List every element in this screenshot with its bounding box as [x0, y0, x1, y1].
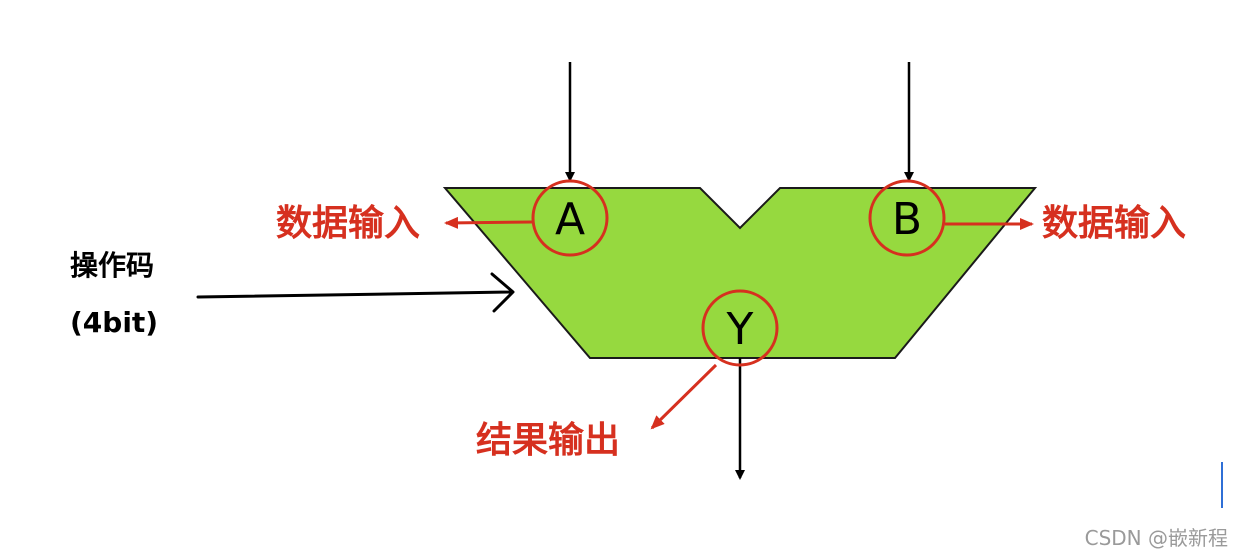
port-y-label: Y: [726, 304, 754, 355]
data-input-left-arrow: [444, 216, 533, 229]
data-input-left-label: 数据输入: [276, 203, 420, 244]
alu-body: [442, 187, 1038, 359]
opcode-arrow: [196, 272, 515, 313]
port-b-label: B: [892, 194, 922, 245]
result-output-label: 结果输出: [476, 420, 620, 461]
port-y-circle: [701, 289, 779, 367]
port-a-circle: [531, 179, 609, 257]
opcode-label: 操作码: [70, 249, 154, 282]
port-a-label: A: [555, 194, 585, 245]
data-input-right-label: 数据输入: [1042, 203, 1186, 244]
port-b-circle: [868, 179, 946, 257]
watermark: CSDN @嵌新程: [1085, 526, 1228, 550]
opcode-width-label: (4bit): [70, 306, 158, 339]
result-output-arrow: [650, 363, 718, 430]
